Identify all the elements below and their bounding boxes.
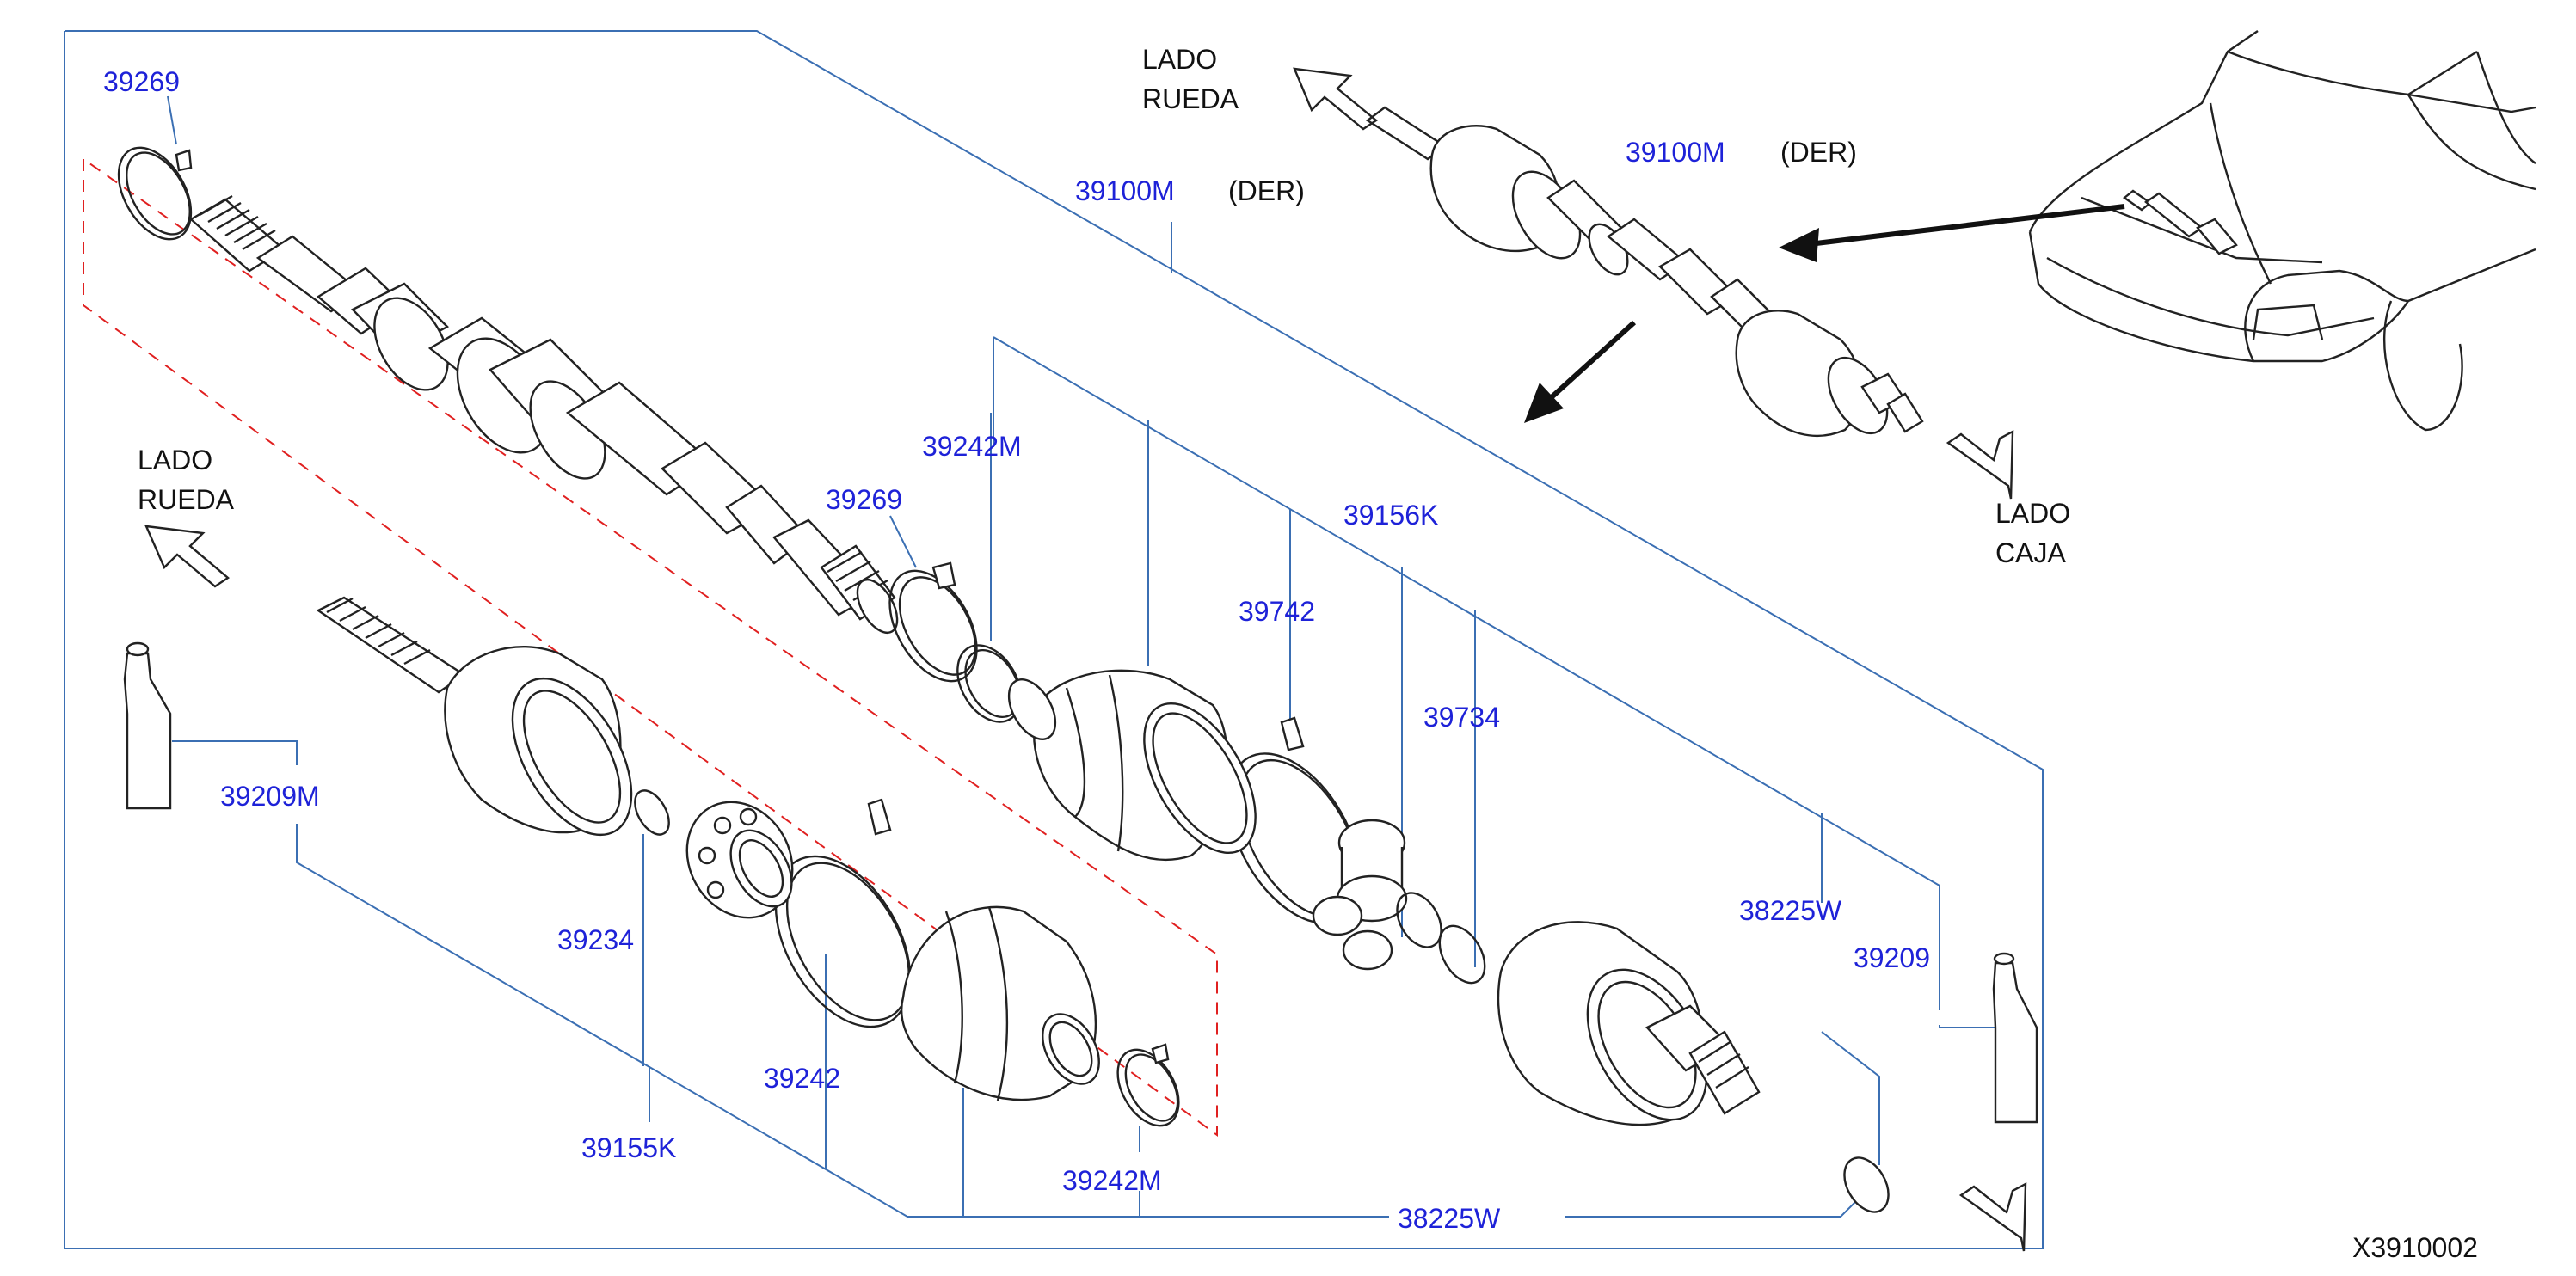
part-39269-top: 39269 — [103, 66, 180, 97]
part-39209m: 39209M — [220, 781, 320, 812]
seal-38225w — [1843, 1156, 1890, 1213]
boot-outer — [900, 905, 1100, 1101]
part-39734: 39734 — [1423, 702, 1500, 733]
lado-caja-line2: CAJA — [1995, 537, 2066, 568]
der-inset: (DER) — [1780, 137, 1857, 168]
leader-lines — [167, 95, 1995, 1218]
tripod-joint — [1312, 819, 1442, 971]
part-39100m-main: 39100M — [1075, 175, 1175, 206]
inset-drive-shaft — [1365, 106, 1924, 437]
part-39100m-inset: 39100M — [1626, 137, 1725, 168]
part-39242: 39242 — [764, 1063, 840, 1094]
grease-tube-39209m — [123, 641, 172, 810]
snap-ring-39234 — [634, 789, 670, 836]
labels: 39269 39100M (DER) 39100M (DER) LADO RUE… — [103, 44, 2478, 1263]
diagram-code: X3910002 — [2352, 1232, 2478, 1263]
bearing-cage — [685, 801, 794, 919]
lado-rueda-left-line1: LADO — [138, 445, 212, 475]
part-38225w-right: 38225W — [1739, 895, 1842, 926]
part-39269-mid: 39269 — [826, 484, 902, 515]
boot-inner — [1007, 669, 1257, 862]
part-39742: 39742 — [1239, 596, 1315, 627]
inner-joint-housing — [1497, 921, 1761, 1126]
der-main: (DER) — [1228, 175, 1305, 206]
part-39242m-bottom: 39242M — [1062, 1165, 1162, 1196]
band-39242m-top — [956, 644, 1022, 723]
part-39234: 39234 — [557, 924, 634, 955]
lado-rueda-top-line2: RUEDA — [1142, 83, 1239, 114]
part-38225w-bottom: 38225W — [1398, 1203, 1501, 1234]
part-39155k: 39155K — [581, 1132, 676, 1163]
band-39242m-bottom — [1116, 1043, 1180, 1127]
clamp-39269-top — [117, 146, 193, 241]
band-39242 — [774, 798, 912, 1028]
dashed-boundary — [83, 157, 1218, 1137]
part-39209: 39209 — [1854, 942, 1930, 973]
frame-outline — [64, 30, 2044, 1249]
lado-caja-line1: LADO — [1995, 498, 2070, 529]
part-39156k: 39156K — [1343, 500, 1438, 531]
clamp-39269-mid — [888, 561, 978, 683]
lado-rueda-top-line1: LADO — [1142, 44, 1217, 75]
snap-ring-39734 — [1438, 924, 1486, 985]
grease-tube-39209 — [1992, 952, 2038, 1124]
lado-rueda-left-line2: RUEDA — [138, 484, 235, 515]
outer-cv-joint — [316, 596, 633, 837]
part-39242m-top: 39242M — [922, 431, 1022, 462]
car-outline — [2028, 30, 2536, 432]
axle-shaft-assembly — [188, 194, 899, 634]
hollow-arrow-icon — [144, 67, 2027, 1252]
solid-arrow-icon — [1524, 204, 2125, 423]
